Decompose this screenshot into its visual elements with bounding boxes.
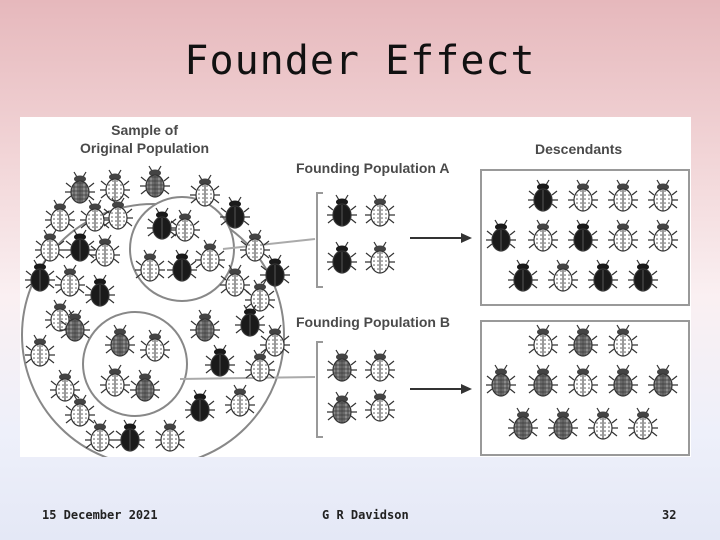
beetle-icon (648, 364, 678, 397)
beetle-icon (568, 179, 598, 212)
beetle-icon (528, 364, 558, 397)
beetle-icon (548, 259, 578, 292)
sample-b-circle (82, 311, 188, 417)
beetle-icon (568, 219, 598, 252)
beetle-icon (365, 389, 395, 422)
beetle-icon (65, 229, 95, 262)
bracket-a (316, 192, 323, 288)
beetle-icon (568, 324, 598, 357)
founding-population-b-label: Founding Population B (296, 314, 450, 330)
beetle-icon (508, 407, 538, 440)
beetle-icon (45, 199, 75, 232)
beetle-icon (486, 219, 516, 252)
beetle-icon (568, 364, 598, 397)
beetle-icon (25, 259, 55, 292)
beetle-icon (135, 249, 165, 282)
beetle-icon (260, 324, 290, 357)
beetle-icon (220, 196, 250, 229)
beetle-icon (327, 349, 357, 382)
beetle-icon (50, 369, 80, 402)
beetle-icon (167, 249, 197, 282)
beetle-icon (65, 394, 95, 427)
beetle-icon (103, 197, 133, 230)
beetle-icon (100, 364, 130, 397)
beetle-icon (65, 171, 95, 204)
beetle-icon (55, 264, 85, 297)
connector-b (179, 376, 316, 380)
beetle-icon (327, 194, 357, 227)
beetle-icon (528, 324, 558, 357)
beetle-icon (327, 391, 357, 424)
beetle-icon (588, 259, 618, 292)
beetle-icon (365, 241, 395, 274)
founding-population-a-label: Founding Population A (296, 160, 450, 176)
beetle-icon (60, 309, 90, 342)
beetle-icon (85, 274, 115, 307)
sample-label: Sample of Original Population (80, 122, 210, 156)
slide-title: Founder Effect (184, 38, 536, 84)
beetle-icon (528, 179, 558, 212)
beetle-icon (25, 334, 55, 367)
beetle-icon (185, 389, 215, 422)
beetle-icon (548, 407, 578, 440)
beetle-icon (100, 169, 130, 202)
footer-date: 15 December 2021 (42, 508, 158, 522)
beetle-icon (240, 229, 270, 262)
beetle-icon (45, 299, 75, 332)
connector-a (222, 238, 316, 250)
beetle-icon (528, 219, 558, 252)
beetle-icon (327, 241, 357, 274)
footer-author: G R Davidson (322, 508, 409, 522)
beetle-icon (140, 329, 170, 362)
beetle-icon (608, 219, 638, 252)
beetle-icon (170, 209, 200, 242)
beetle-icon (85, 419, 115, 452)
beetle-icon (588, 407, 618, 440)
beetle-icon (190, 309, 220, 342)
beetle-icon (35, 229, 65, 262)
footer-page-number: 32 (662, 508, 677, 522)
beetle-icon (90, 234, 120, 267)
beetle-icon (508, 259, 538, 292)
diagram-svg (21, 165, 690, 457)
beetle-icon (130, 369, 160, 402)
beetle-icon (608, 364, 638, 397)
beetle-icon (648, 219, 678, 252)
beetle-icon (80, 199, 110, 232)
beetle-icon (115, 419, 145, 452)
beetle-icon (486, 364, 516, 397)
beetle-icon (608, 179, 638, 212)
beetle-icon (140, 165, 170, 198)
beetle-icon (190, 174, 220, 207)
beetle-icon (235, 304, 265, 337)
beetle-icon (365, 194, 395, 227)
beetle-icon (648, 179, 678, 212)
beetle-icon (225, 384, 255, 417)
beetle-icon (205, 344, 235, 377)
sample-a-circle (129, 196, 235, 302)
beetle-icon (628, 259, 658, 292)
beetle-icon (155, 419, 185, 452)
beetle-icon (260, 254, 290, 287)
beetle-icon (628, 407, 658, 440)
beetle-icon (195, 239, 225, 272)
bracket-b (316, 341, 323, 438)
beetle-icon (147, 207, 177, 240)
beetle-icon (608, 324, 638, 357)
beetle-icon (105, 324, 135, 357)
founder-effect-diagram: Sample of Original Population Founding P… (20, 117, 691, 457)
beetle-icon (365, 349, 395, 382)
descendants-label: Descendants (535, 141, 623, 157)
beetle-icon (245, 349, 275, 382)
beetle-icon (220, 264, 250, 297)
